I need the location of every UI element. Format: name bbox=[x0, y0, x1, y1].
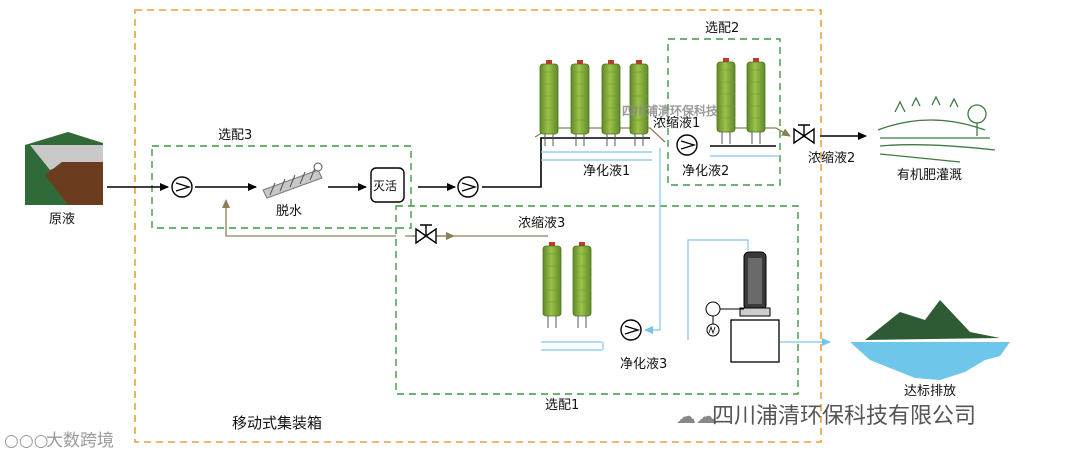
pump-3-icon bbox=[676, 134, 698, 156]
wechat-icon: ☁☁ bbox=[676, 404, 716, 428]
farm-field-icon bbox=[877, 95, 996, 163]
membrane-group-3 bbox=[542, 241, 592, 329]
pump-1-icon bbox=[171, 176, 193, 198]
raw-liquid-icon bbox=[25, 132, 103, 205]
dewatering-screw-icon bbox=[262, 162, 323, 199]
pump-4-icon bbox=[620, 319, 642, 341]
company-overlay-watermark: 四川浦清环保科技 bbox=[622, 104, 719, 118]
concentrate3-label: 浓缩液3 bbox=[518, 216, 566, 231]
option2-label: 选配2 bbox=[705, 21, 740, 36]
purified2-label: 净化液2 bbox=[682, 164, 730, 179]
purified3-label: 净化液3 bbox=[620, 357, 668, 372]
discharge-label: 达标排放 bbox=[904, 384, 957, 399]
raw-liquid-label: 原液 bbox=[49, 212, 76, 227]
concentrate1-label: 浓缩液1 bbox=[653, 116, 701, 131]
option2-box bbox=[667, 38, 781, 186]
purified1-label: 净化液1 bbox=[583, 164, 631, 179]
brand-logo-icon: ○○○ bbox=[4, 431, 49, 451]
container-box bbox=[134, 9, 822, 443]
membrane-group-2 bbox=[716, 57, 766, 145]
brand-watermark-text: 大数跨境 bbox=[46, 431, 114, 451]
option1-label: 选配1 bbox=[545, 398, 580, 413]
inactivation-label: 灭活 bbox=[373, 179, 398, 193]
option1-box bbox=[395, 205, 799, 395]
company-watermark: ☁☁四川浦清环保科技有限公司 bbox=[676, 398, 976, 430]
separation-column-icon bbox=[705, 251, 780, 363]
irrigation-label: 有机肥灌溉 bbox=[897, 168, 963, 183]
valve-1-icon bbox=[793, 124, 815, 144]
option3-label: 选配3 bbox=[218, 128, 253, 143]
mountain-lake-icon bbox=[850, 300, 1010, 380]
brand-watermark: ○○○大数跨境 bbox=[4, 426, 114, 451]
inactivation-unit bbox=[370, 167, 405, 203]
main-flow-lines bbox=[107, 132, 867, 191]
company-watermark-text: 四川浦清环保科技有限公司 bbox=[712, 404, 977, 429]
valve-2-icon bbox=[415, 224, 437, 244]
pump-2-icon bbox=[457, 176, 479, 198]
concentrate2-label: 浓缩液2 bbox=[808, 151, 856, 166]
container-label: 移动式集装箱 bbox=[232, 414, 323, 432]
purified-lines bbox=[541, 148, 831, 351]
dewatering-label: 脱水 bbox=[276, 204, 303, 219]
